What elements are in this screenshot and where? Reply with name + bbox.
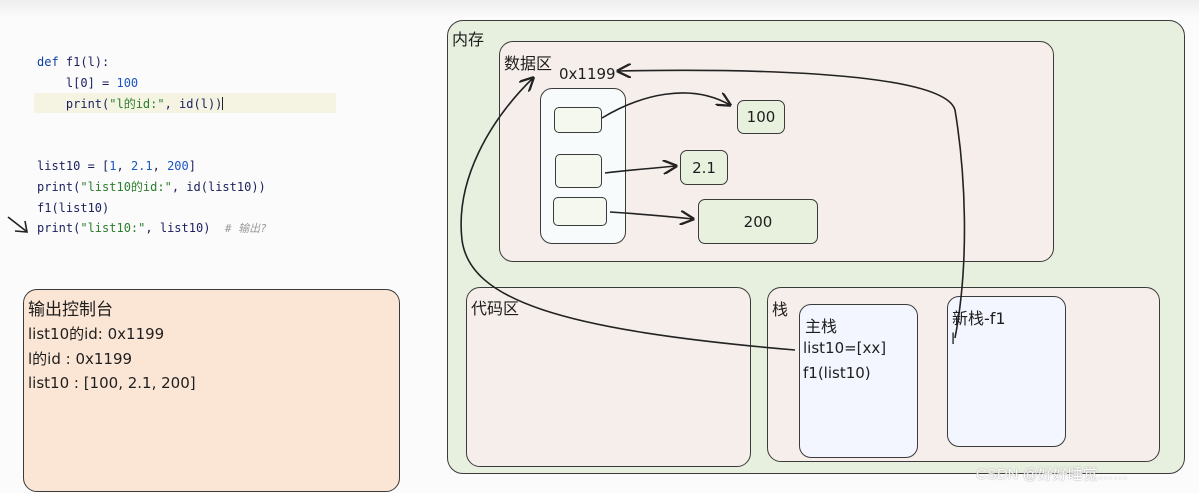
value-box-200: 200 — [698, 199, 818, 244]
code-token: , — [152, 158, 168, 173]
console-line-2: l的id : 0x1199 — [28, 350, 133, 368]
console-line-1: list10的id: 0x1199 — [28, 325, 165, 343]
current-line-arrow-icon — [7, 216, 28, 233]
code-token: 100 — [116, 75, 139, 90]
list-slot-1 — [555, 154, 602, 188]
code-token: list10 = [ — [37, 158, 110, 173]
stack-label: 栈 — [772, 300, 789, 319]
code-line: f1(list10) — [37, 201, 267, 216]
arrow-slot1-to-2-1 — [604, 166, 676, 173]
code-line: print("l的id:", id(l)) — [37, 96, 267, 112]
code-token: "list10的id:" — [80, 179, 172, 194]
main-stack-frame — [799, 304, 918, 458]
main-stack-line-1: list10=[xx] — [803, 339, 887, 357]
code-token: 1 — [109, 158, 117, 173]
code-token: 2.1 — [130, 158, 153, 173]
code-token: ] — [188, 158, 196, 173]
code-token: print( — [37, 221, 81, 236]
code-snippet: def f1(l): l[0] = 100 print("l的id:", id(… — [37, 55, 267, 242]
list-slot-0 — [554, 107, 602, 133]
arrow-new-stack-to-address — [618, 70, 966, 339]
code-token: "l的id:" — [109, 96, 165, 111]
list-slot-2 — [553, 197, 607, 226]
code-token: 200 — [167, 158, 189, 173]
code-line: def f1(l): — [37, 55, 267, 70]
code-area-label: 代码区 — [471, 299, 520, 318]
console-line-3: list10 : [100, 2.1, 200] — [28, 374, 196, 392]
list-address: 0x1199 — [559, 65, 616, 83]
code-token: , id(l)) — [164, 96, 223, 111]
output-console: 输出控制台 list10的id: 0x1199 l的id : 0x1199 li… — [23, 289, 400, 492]
new-stack-title: 新栈-f1 — [952, 309, 1006, 328]
arrow-slot0-to-100 — [601, 92, 730, 119]
text-cursor — [222, 96, 224, 110]
value-box-2-1: 2.1 — [680, 150, 728, 185]
new-stack-line-1: l — [951, 330, 956, 348]
console-title: 输出控制台 — [28, 300, 113, 320]
code-token: l[0] = — [37, 75, 117, 90]
memory-label: 内存 — [452, 30, 485, 49]
code-token: , id(list10)) — [171, 179, 266, 194]
code-token: f1(list10) — [37, 200, 110, 215]
code-token: , list10) — [145, 221, 225, 236]
code-token: print( — [37, 179, 81, 194]
arrow-main-stack-to-list — [460, 78, 796, 351]
code-token: print( — [37, 96, 110, 111]
code-line: list10 = [1, 2.1, 200] — [37, 159, 267, 174]
value-box-100: 100 — [737, 100, 785, 134]
new-stack-frame — [947, 296, 1066, 447]
main-stack-line-2: f1(list10) — [803, 364, 871, 382]
code-line: l[0] = 100 — [37, 76, 267, 91]
code-line: print("list10:", list10) # 输出? — [37, 221, 267, 236]
code-token: def — [37, 55, 66, 69]
code-token: "list10:" — [80, 221, 146, 236]
code-token: # 输出? — [224, 222, 267, 236]
main-stack-title: 主栈 — [805, 317, 838, 336]
code-area — [466, 287, 751, 467]
arrow-slot2-to-200 — [609, 212, 693, 219]
top-shade — [0, 0, 1199, 18]
code-token: f1(l): — [65, 55, 110, 69]
data-area-label: 数据区 — [504, 54, 553, 73]
current-line-highlight — [34, 93, 336, 113]
watermark: CSDN @好好睡觉…… — [976, 466, 1128, 483]
code-token: , — [116, 158, 131, 173]
code-line: print("list10的id:", id(list10)) — [37, 180, 267, 195]
